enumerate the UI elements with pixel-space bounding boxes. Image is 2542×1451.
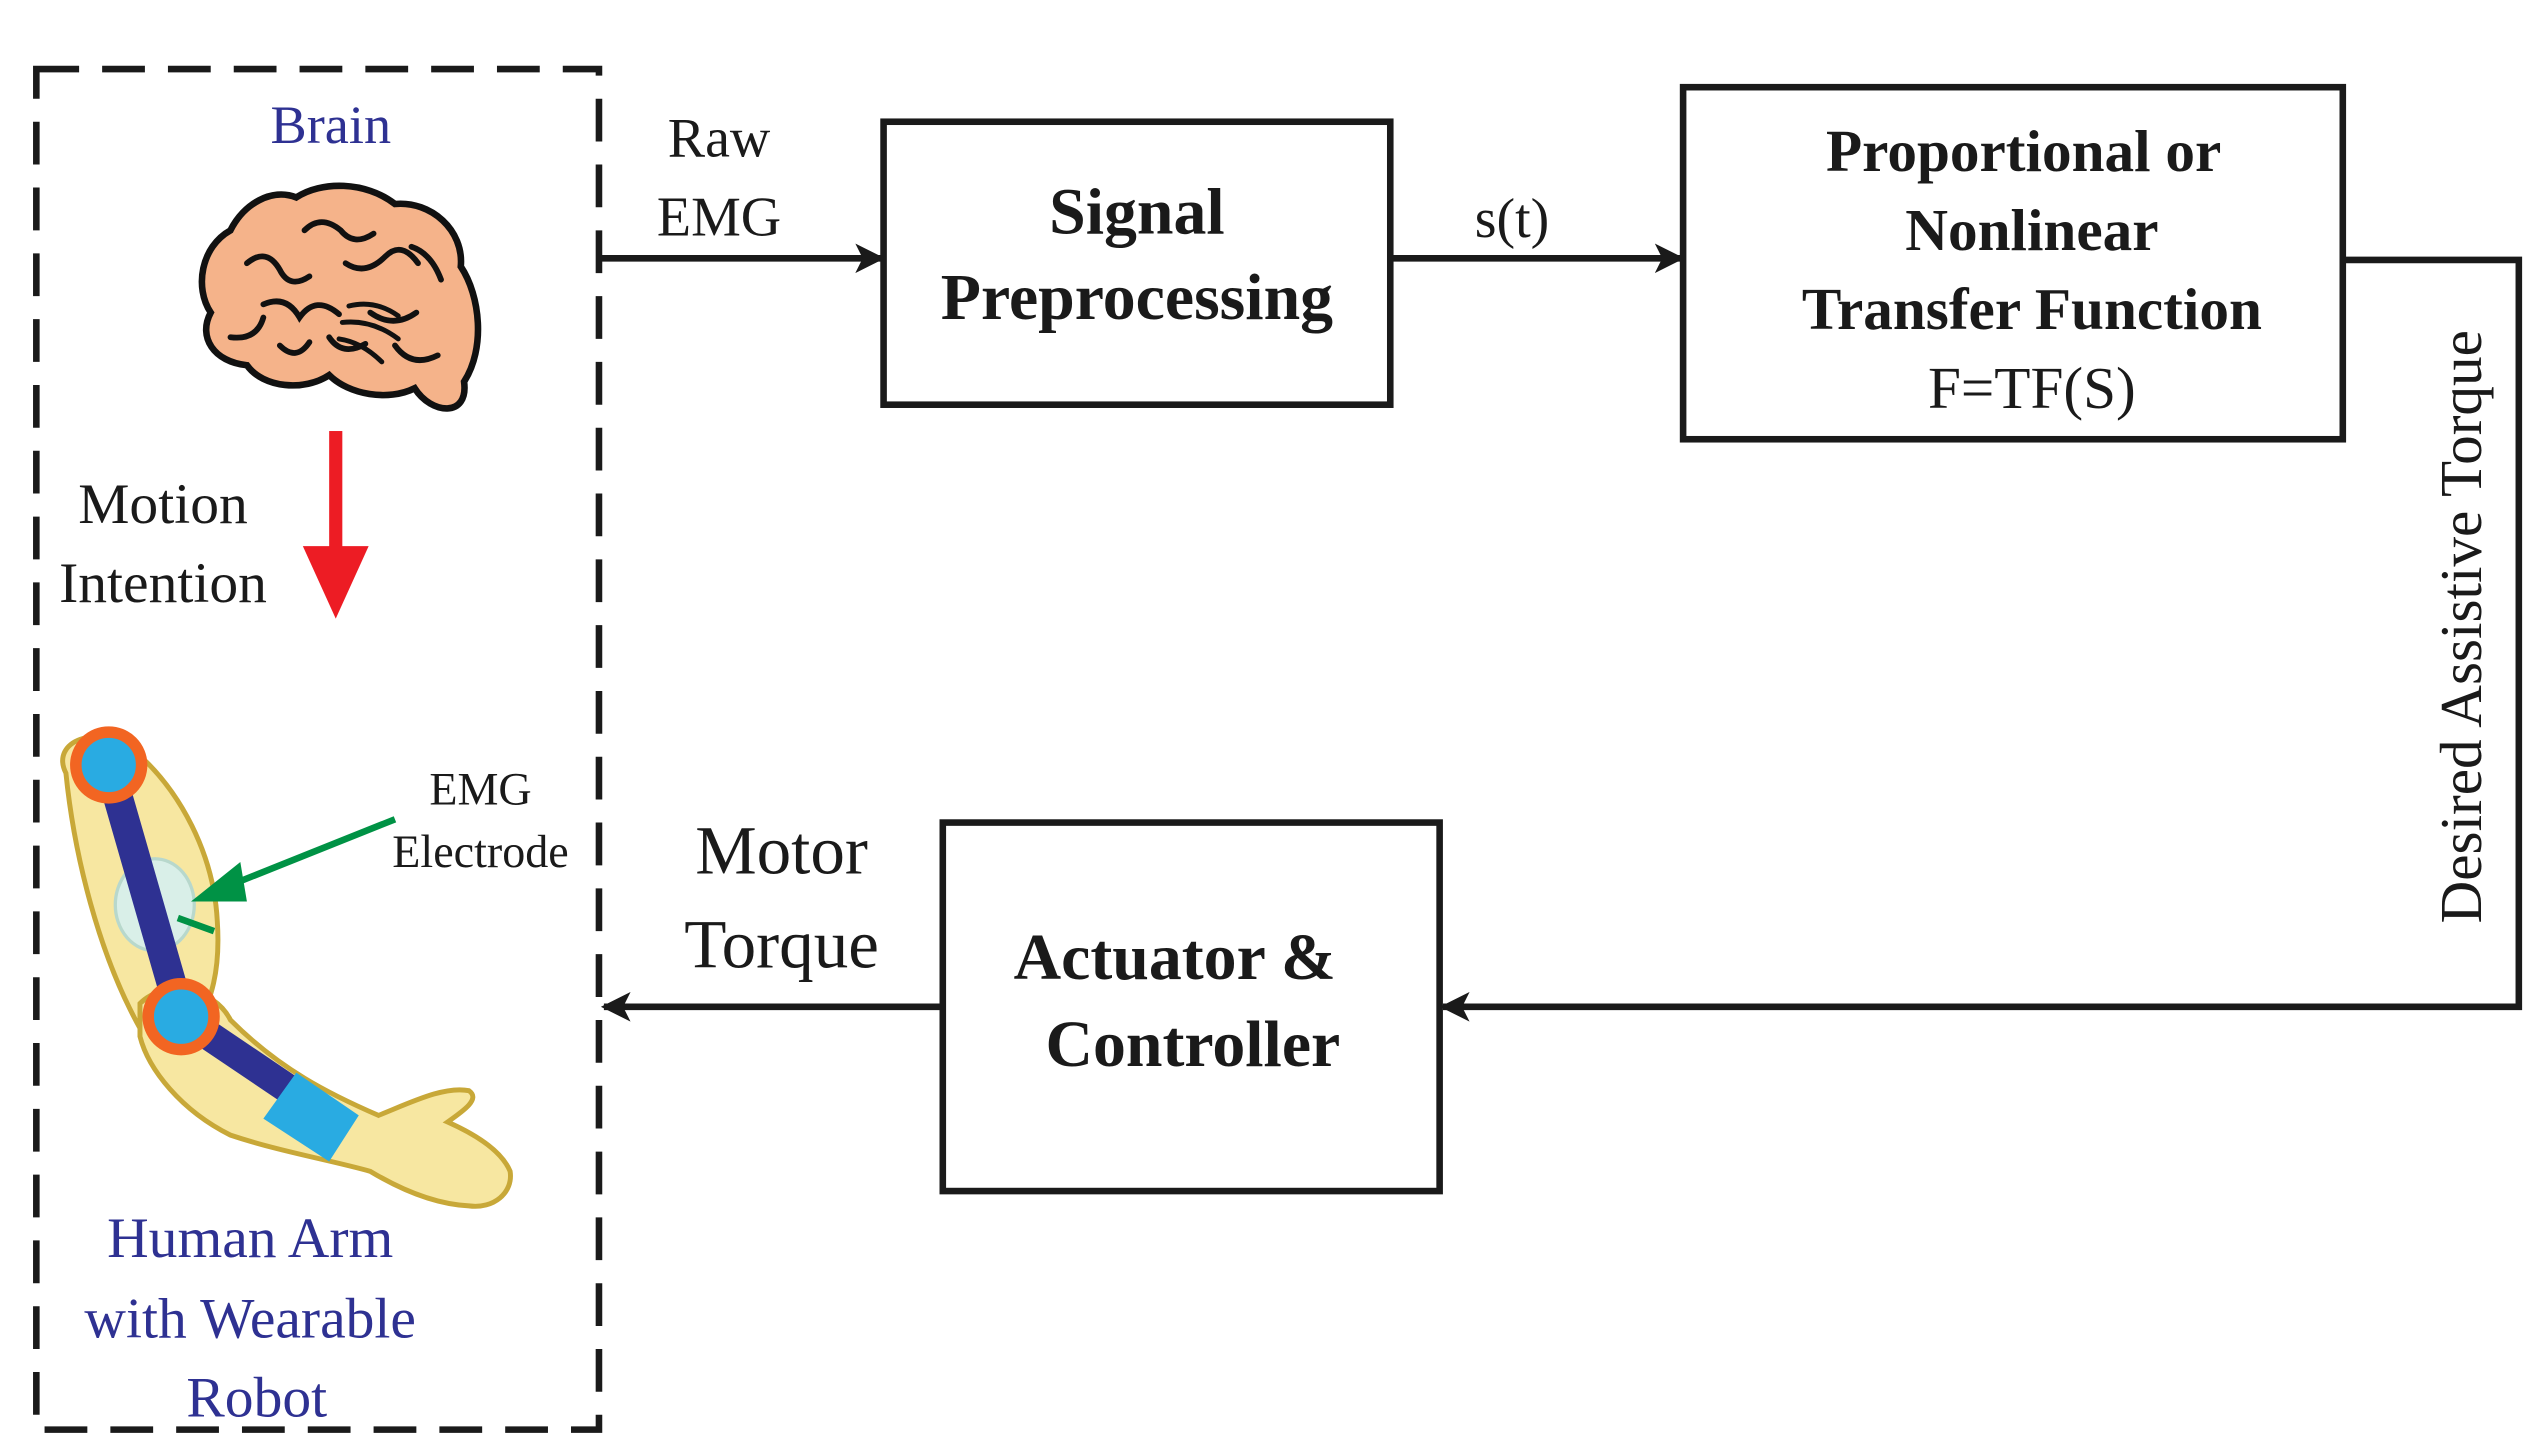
motion-intention-arrow [302, 431, 369, 619]
signal-preprocessing-title-line2: Preprocessing [941, 261, 1333, 334]
arm-label-line2: with Wearable [84, 1287, 416, 1350]
desired-torque-label: Desired Assistive Torque [2428, 330, 2494, 923]
processed-signal-label: s(t) [1475, 188, 1550, 250]
desired-torque-path [1439, 256, 2523, 1022]
motor-torque-label-line2: Torque [684, 905, 879, 982]
electrode-pointer-arrow [190, 816, 397, 902]
emg-electrode-label-line2: Electrode [392, 826, 568, 877]
emg-electrode-label-line1: EMG [429, 763, 531, 814]
raw-emg-label-line1: Raw [668, 107, 771, 169]
signal-preprocessing-block [880, 118, 1394, 408]
raw-emg-label-line2: EMG [657, 186, 781, 248]
brain-icon [198, 182, 482, 412]
transfer-function-title-line3: Transfer Function [1802, 276, 2262, 342]
motion-intention-label-line2: Intention [59, 552, 267, 615]
actuator-controller-title-line2: Controller [1045, 1008, 1340, 1081]
signal-preprocessing-title-line1: Signal [1049, 176, 1225, 249]
actuator-controller-title-line1: Actuator & [1014, 921, 1336, 994]
arm-with-exoskeleton-icon [60, 726, 513, 1209]
motion-intention-label-line1: Motion [78, 473, 248, 536]
transfer-function-formula: F=TF(S) [1928, 355, 2136, 421]
transfer-function-title-line2: Nonlinear [1905, 197, 2158, 263]
arm-label-line1: Human Arm [107, 1207, 393, 1270]
arm-label-line3: Robot [186, 1366, 327, 1429]
subject-panel-border [33, 65, 603, 1433]
brain-label: Brain [271, 95, 392, 155]
actuator-controller-block [939, 819, 1443, 1195]
transfer-function-title-line1: Proportional or [1826, 118, 2221, 184]
motor-torque-label-line1: Motor [695, 812, 868, 889]
transfer-function-block [1679, 83, 2347, 443]
